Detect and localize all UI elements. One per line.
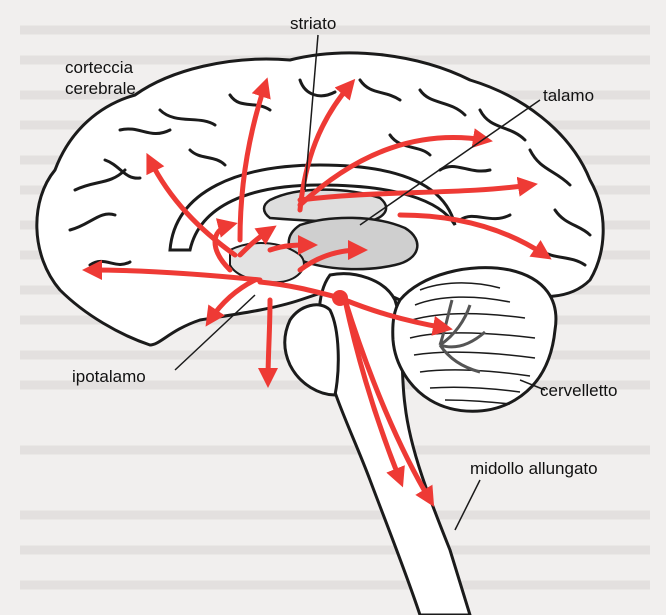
label-cortex: corteccia cerebrale	[65, 57, 136, 99]
label-cortex-line1: corteccia	[65, 57, 136, 78]
label-cerebellum: cervelletto	[540, 380, 617, 401]
label-hypothalamus: ipotalamo	[72, 366, 146, 387]
label-cortex-line2: cerebrale	[65, 78, 136, 99]
label-thalamus: talamo	[543, 85, 594, 106]
label-striatum: striato	[290, 13, 336, 34]
label-medulla: midollo allungato	[470, 458, 598, 479]
arrow-down-pons	[268, 300, 270, 380]
